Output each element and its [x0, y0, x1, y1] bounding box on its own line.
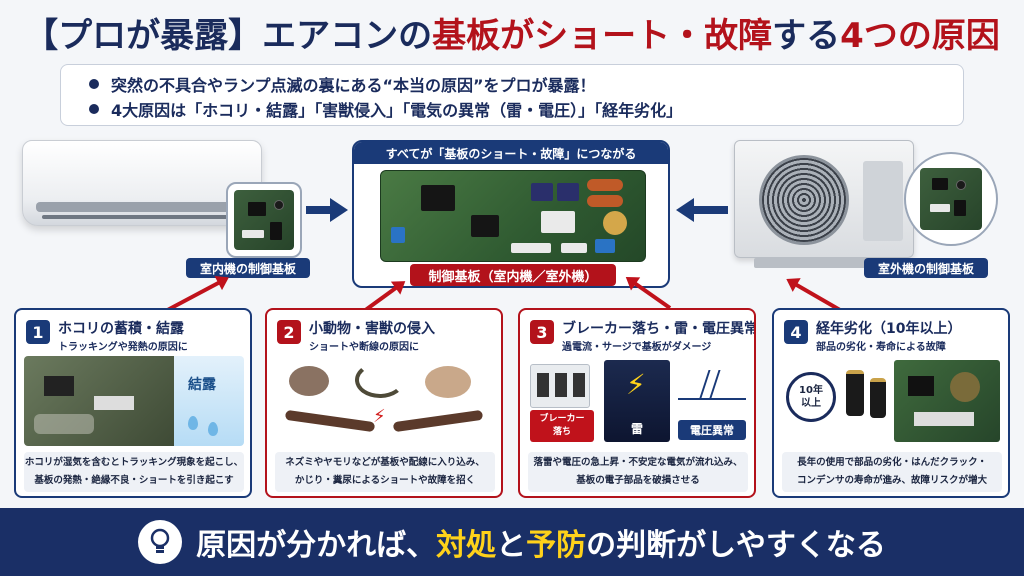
- arrow-shaft-left: [306, 206, 332, 214]
- outdoor-board-zoom: [904, 152, 998, 246]
- intro-line-1: 突然の不具合やランプ点滅の裏にある“本当の原因”をプロが暴露！: [89, 71, 935, 96]
- outdoor-board-image: [920, 168, 982, 230]
- years-label-2: 以上: [801, 398, 821, 409]
- bullet-icon: [89, 78, 99, 89]
- dusty-board-image: 結露: [24, 356, 244, 446]
- lightning-photo: ⚡ 雷: [604, 360, 670, 442]
- voltage-label: 電圧異常: [678, 420, 746, 440]
- center-bottom-label: 制御基板（室内機／室外機）: [410, 264, 616, 286]
- card-desc-line-2: コンデンサの寿命が進み、故障リスクが増大: [796, 475, 987, 486]
- condensation-label: 結露: [188, 377, 216, 393]
- outdoor-unit-feet: [754, 258, 894, 268]
- card-desc-line-2: 基板の電子部品を破損させる: [576, 475, 700, 486]
- footer-text-1: 原因が分かれば、: [196, 528, 437, 563]
- arrow-right-icon: [330, 198, 348, 222]
- breaker-icon: [530, 364, 590, 408]
- title-part-1: 【プロが暴露】エアコンの: [24, 15, 433, 56]
- rat-icon: [425, 366, 471, 398]
- indoor-vent-slit: [42, 215, 242, 219]
- lightbulb-icon: [138, 520, 183, 564]
- indoor-aircon-image: [22, 140, 262, 232]
- outdoor-side-panel: [863, 161, 903, 241]
- mouse-icon: [289, 366, 329, 396]
- center-top-label: すべてが「基板のショート・故障」につながる: [354, 142, 668, 164]
- card-description: ホコリが湿気を含むとトラッキング現象を起こし、 基板の発熱・絶縁不良・ショートを…: [24, 452, 244, 492]
- cause-card-3: 3 ブレーカー落ち・雷・電圧異常 過電流・サージで基板がダメージ ブレーカー 落…: [518, 308, 756, 498]
- card-desc-line-1: ネズミやヤモリなどが基板や配線に入り込み、: [285, 457, 485, 468]
- indoor-board-image: [234, 190, 294, 250]
- aged-parts-image: 10年 以上: [782, 356, 1002, 446]
- card-subtitle: トラッキングや発熱の原因に: [58, 342, 188, 353]
- page-title: 【プロが暴露】エアコンの 基板がショート・故障 する 4つの原因: [0, 4, 1024, 60]
- intro-box: 突然の不具合やランプ点滅の裏にある“本当の原因”をプロが暴露！ 4大原因は「ホコ…: [60, 64, 964, 126]
- card-subtitle: 過電流・サージで基板がダメージ: [562, 342, 712, 353]
- indoor-board-zoom: [226, 182, 302, 258]
- card-number: 1: [26, 320, 50, 344]
- breaker-tripped-badge: ブレーカー 落ち: [530, 410, 594, 442]
- intro-line-2: 4大原因は「ホコリ・結露」「害獣侵入」「電気の異常（雷・電圧）」「経年劣化」: [89, 96, 935, 121]
- card-subtitle: ショートや断線の原因に: [309, 342, 419, 353]
- thunder-label: 雷: [630, 422, 643, 436]
- cause-card-4: 4 経年劣化（10年以上） 部品の劣化・寿命による故障 10年 以上 長年の使用…: [772, 308, 1010, 498]
- water-drop-icon: [208, 422, 218, 436]
- intro-text-1: 突然の不具合やランプ点滅の裏にある“本当の原因”をプロが暴露！: [111, 75, 596, 95]
- cause-card-1: 1 ホコリの蓄積・結露 トラッキングや発熱の原因に 結露 ホコリが湿気を含むとト…: [14, 308, 252, 498]
- aged-board-photo: [894, 360, 1000, 442]
- footer-text-5: の判断がしやすくなる: [586, 528, 886, 563]
- main-board-image: [380, 170, 646, 262]
- arrow-shaft-right: [694, 206, 728, 214]
- card-number: 3: [530, 320, 554, 344]
- card-title: ブレーカー落ち・雷・電圧異常: [562, 321, 756, 337]
- outdoor-unit-image: [734, 140, 914, 258]
- fan-icon: [759, 155, 849, 245]
- spark-icon: ⚡: [373, 406, 386, 427]
- card-desc-line-1: 落雷や電圧の急上昇・不安定な電気が流れ込み、: [533, 457, 743, 468]
- title-part-3: する: [772, 15, 841, 56]
- indoor-vent: [36, 202, 248, 212]
- card-desc-line-2: かじり・糞尿によるショートや故障を招く: [294, 475, 476, 486]
- card-title: 小動物・害獣の侵入: [309, 321, 435, 337]
- dusty-board-photo: [24, 356, 174, 446]
- card-number: 4: [784, 320, 808, 344]
- title-part-4: 4つの原因: [840, 15, 1000, 56]
- capacitor-icon: [846, 370, 864, 416]
- years-label-1: 10年: [799, 385, 823, 396]
- indoor-board-label: 室内機の制御基板: [186, 258, 310, 278]
- outdoor-board-label: 室外機の制御基板: [864, 258, 988, 278]
- capacitor-icon: [870, 378, 886, 418]
- card-description: 落雷や電圧の急上昇・不安定な電気が流れ込み、 基板の電子部品を破損させる: [528, 452, 748, 492]
- breaker-label-1: ブレーカー: [539, 414, 585, 424]
- clock-icon: 10年 以上: [786, 372, 836, 422]
- pest-image: ⚡: [275, 356, 495, 446]
- voltage-wave-icon: [678, 370, 746, 400]
- cable-icon: [392, 409, 484, 433]
- bullet-icon: [89, 103, 99, 114]
- arrow-left-icon: [676, 198, 694, 222]
- intro-text-2: 4大原因は「ホコリ・結露」「害獣侵入」「電気の異常（雷・電圧）」「経年劣化」: [111, 100, 683, 120]
- card-subtitle: 部品の劣化・寿命による故障: [816, 342, 946, 353]
- footer-banner: 原因が分かれば、 対処 と 予防 の判断がしやすくなる: [0, 508, 1024, 576]
- card-number: 2: [277, 320, 301, 344]
- gecko-icon: [355, 362, 405, 398]
- card-title: ホコリの蓄積・結露: [58, 321, 184, 337]
- water-drop-icon: [188, 416, 198, 430]
- lightning-icon: ⚡: [626, 368, 646, 401]
- breaker-label-2: 落ち: [552, 427, 571, 437]
- electric-fault-image: ブレーカー 落ち ⚡ 雷 電圧異常: [528, 356, 748, 446]
- cause-card-2: 2 小動物・害獣の侵入 ショートや断線の原因に ⚡ ネズミやヤモリなどが基板や配…: [265, 308, 503, 498]
- card-desc-line-2: 基板の発熱・絶縁不良・ショートを引き起こす: [34, 475, 234, 486]
- card-description: 長年の使用で部品の劣化・はんだクラック・ コンデンサの寿命が進み、故障リスクが増…: [782, 452, 1002, 492]
- card-description: ネズミやヤモリなどが基板や配線に入り込み、 かじり・糞尿によるショートや故障を招…: [275, 452, 495, 492]
- cable-icon: [284, 409, 376, 433]
- footer-text-4: 予防: [526, 528, 587, 563]
- card-title: 経年劣化（10年以上）: [816, 321, 962, 337]
- card-desc-line-1: ホコリが湿気を含むとトラッキング現象を起こし、: [24, 457, 244, 468]
- condensation-photo: [174, 356, 244, 446]
- title-part-2: 基板がショート・故障: [432, 15, 773, 56]
- footer-text-2: 対処: [436, 528, 497, 563]
- card-desc-line-1: 長年の使用で部品の劣化・はんだクラック・: [797, 457, 987, 468]
- footer-text-3: と: [496, 528, 527, 563]
- center-board-panel: すべてが「基板のショート・故障」につながる 制御基板（室内機／室外機）: [352, 140, 670, 288]
